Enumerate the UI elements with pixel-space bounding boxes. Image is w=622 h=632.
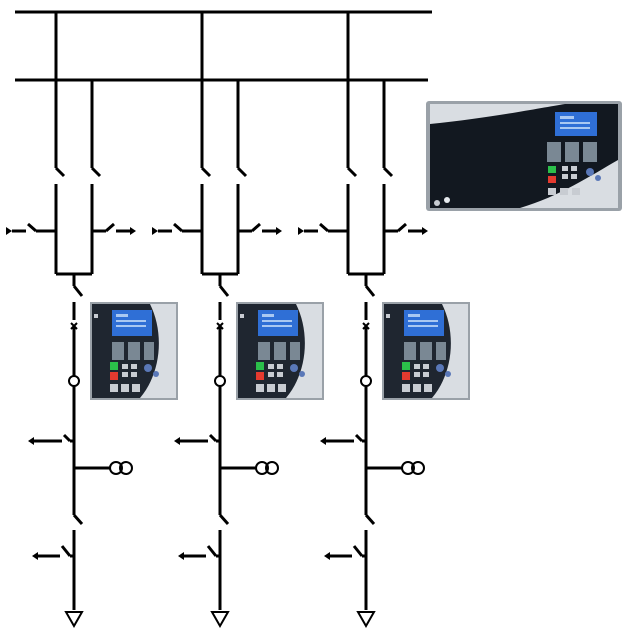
right-side-switch	[397, 222, 407, 233]
current-transformer-icon	[214, 375, 226, 387]
left-arrow-icon	[6, 227, 12, 235]
close-button-icon	[256, 362, 264, 370]
rack-led-grid	[547, 142, 597, 162]
relay-led-column	[420, 342, 432, 360]
voltage-transformer-icon	[255, 461, 269, 475]
trip-button-icon	[256, 372, 264, 380]
bay-protection-relay	[90, 302, 178, 400]
earth-arrow-icon	[32, 552, 38, 560]
relay-screen	[404, 310, 444, 336]
relay-screen	[112, 310, 152, 336]
bus2-disconnector	[382, 166, 394, 178]
close-button-icon	[110, 362, 118, 370]
voltage-transformer-icon	[109, 461, 123, 475]
nav-button-icon	[290, 364, 298, 372]
nav-button-icon	[436, 364, 444, 372]
trip-button-icon	[110, 372, 118, 380]
feeder-disconnector	[364, 285, 376, 297]
earth-arrow-icon	[324, 552, 330, 560]
relay-led-column	[290, 342, 300, 360]
feeder-bay-2	[152, 12, 324, 629]
feeder-bay-1	[6, 12, 178, 629]
lower-earth-switch	[60, 545, 72, 557]
relay-led-column	[144, 342, 154, 360]
right-side-switch	[105, 222, 115, 233]
voltage-transformer-icon	[401, 461, 415, 475]
upper-earth-switch	[62, 433, 72, 443]
lower-earth-switch	[206, 545, 218, 557]
earth-arrow-icon	[178, 552, 184, 560]
relay-led-column	[112, 342, 124, 360]
left-arrow-icon	[152, 227, 158, 235]
relay-led-column	[436, 342, 446, 360]
feeder-disconnector	[218, 285, 230, 297]
logo-mark-icon	[444, 197, 450, 203]
relay-led-column	[404, 342, 416, 360]
feeder-bays	[6, 12, 470, 629]
lower-disconnector	[364, 514, 376, 525]
upper-earth-switch	[354, 433, 364, 443]
current-transformer-icon	[360, 375, 372, 387]
left-side-switch	[173, 222, 183, 233]
left-arrow-icon	[298, 227, 304, 235]
relay-led-column	[128, 342, 140, 360]
bus1-disconnector	[200, 166, 212, 178]
left-side-switch	[27, 222, 37, 233]
feeder-bay-3	[298, 12, 470, 629]
trip-button-icon	[402, 372, 410, 380]
bus1-disconnector	[346, 166, 358, 178]
lower-disconnector	[218, 514, 230, 525]
close-button-icon	[402, 362, 410, 370]
ground-icon	[64, 611, 84, 629]
upper-earth-switch	[208, 433, 218, 443]
ground-icon	[356, 611, 376, 629]
right-side-switch	[251, 222, 261, 233]
relay-led-column	[258, 342, 270, 360]
lower-disconnector	[72, 514, 84, 525]
relay-led-column	[274, 342, 286, 360]
left-side-switch	[319, 222, 329, 233]
bay-protection-relay	[382, 302, 470, 400]
right-arrow-icon	[422, 227, 428, 235]
earth-arrow-icon	[174, 437, 180, 445]
bay-protection-relay	[236, 302, 324, 400]
earth-arrow-icon	[320, 437, 326, 445]
right-arrow-icon	[276, 227, 282, 235]
central-controller-unit	[426, 101, 622, 211]
current-transformer-icon	[68, 375, 80, 387]
ground-icon	[210, 611, 230, 629]
bus2-disconnector	[236, 166, 248, 178]
relay-screen	[258, 310, 298, 336]
feeder-disconnector	[72, 285, 84, 297]
bus1-disconnector	[54, 166, 66, 178]
lower-earth-switch	[352, 545, 364, 557]
nav-button-icon	[144, 364, 152, 372]
earth-arrow-icon	[28, 437, 34, 445]
bus2-disconnector	[90, 166, 102, 178]
right-arrow-icon	[130, 227, 136, 235]
